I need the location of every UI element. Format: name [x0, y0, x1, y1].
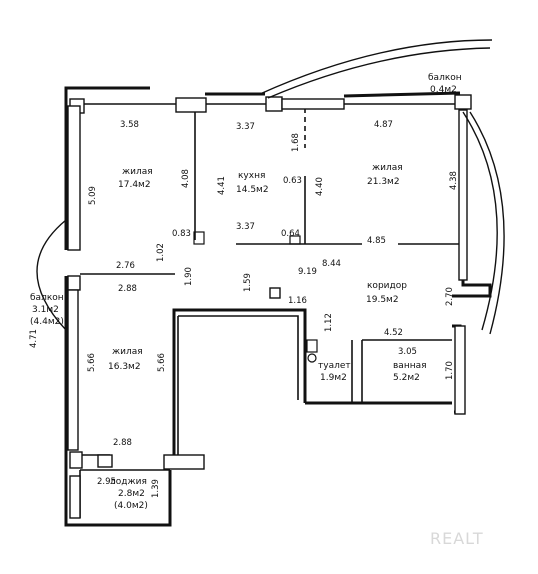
dim-438: 4.38 [449, 171, 459, 190]
dim-276: 2.76 [116, 261, 135, 271]
loggia-area-alt: (4.0м2) [114, 501, 148, 511]
dim-566a: 5.66 [87, 353, 97, 372]
loggia-area: 2.8м2 [118, 489, 145, 499]
walls [64, 86, 492, 527]
kitchen-shaft-2 [289, 235, 301, 245]
window-top-4 [281, 98, 345, 110]
bath-name: ванная [393, 361, 427, 371]
bath-area: 5.2м2 [393, 373, 420, 383]
top-wall [64, 86, 150, 98]
balcony-right-arc [462, 111, 498, 331]
corridor-inner [178, 315, 299, 400]
dim-440: 4.40 [315, 177, 325, 196]
living3-area: 16.3м2 [108, 362, 141, 372]
top-wall-3 [343, 91, 461, 98]
windows [67, 94, 472, 519]
toilet-area: 1.9м2 [320, 373, 347, 383]
window-left-1 [67, 105, 81, 251]
dim-844: 8.44 [322, 259, 341, 269]
living1-name: жилая [122, 167, 153, 177]
kitchen-area: 14.5м2 [236, 185, 269, 195]
balcony-curves [36, 39, 505, 335]
dim-064: 0.64 [281, 229, 300, 239]
balcony-left-arc [36, 219, 67, 331]
dim-288b: 2.88 [113, 438, 132, 448]
living1-area: 17.4м2 [118, 180, 151, 190]
dim-485: 4.85 [367, 236, 386, 246]
toilet-shaft [306, 339, 318, 353]
dim-168: 1.68 [291, 133, 301, 152]
dim-441: 4.41 [217, 176, 227, 195]
dim-566b: 5.66 [157, 353, 167, 372]
toilet-left [172, 308, 307, 455]
left-wall-bottom [64, 276, 172, 527]
living2-name: жилая [372, 163, 403, 173]
kitchen-shaft [193, 231, 205, 245]
dim-116: 1.16 [288, 296, 307, 306]
balcony-top-arc-2 [267, 47, 491, 99]
dim-102: 1.02 [156, 243, 166, 262]
dim-919: 9.19 [298, 267, 317, 277]
window-loggia-1 [69, 451, 83, 469]
dim-337b: 3.37 [236, 222, 255, 232]
window-right-top [454, 94, 472, 110]
balcony-top-arc [259, 39, 493, 95]
toilet-name: туалет [318, 361, 351, 371]
balcony-top-name: балкон [428, 73, 462, 83]
dim-159: 1.59 [243, 273, 253, 292]
dim-270: 2.70 [445, 287, 455, 306]
dim-112: 1.12 [324, 313, 334, 332]
dim-452: 4.52 [384, 328, 403, 338]
room-labels: жилая 17.4м2 кухня 14.5м2 жилая 21.3м2 ж… [30, 73, 462, 511]
corridor-name: коридор [367, 281, 407, 291]
inner-walls [79, 103, 463, 518]
watermark: REALT [430, 529, 484, 548]
fixtures [193, 231, 318, 363]
loggia-name: лоджия [110, 477, 147, 487]
balcony-left-area: 3.1м2 [32, 305, 59, 315]
dim-337a: 3.37 [236, 122, 255, 132]
dim-295: 2.95 [97, 477, 116, 487]
vertical-dimension-labels: 5.09 4.08 4.41 1.68 4.40 4.38 1.02 1.90 … [29, 133, 459, 498]
dimension-labels: 3.58 3.37 4.87 0.63 0.83 3.37 0.64 4.85 … [97, 120, 417, 487]
window-loggia-left [69, 475, 81, 519]
dim-305: 3.05 [398, 347, 417, 357]
window-left-2 [67, 275, 81, 291]
balcony-left-area-alt: (4.4м2) [30, 317, 64, 327]
window-loggia-2 [97, 454, 113, 468]
balcony-right-arc-2 [469, 111, 505, 335]
dim-063: 0.63 [283, 176, 302, 186]
toilet-fixture [307, 353, 317, 363]
window-top-2 [175, 97, 207, 113]
kitchen-name: кухня [238, 171, 265, 181]
window-left-3 [67, 289, 79, 451]
dim-190: 1.90 [184, 267, 194, 286]
dim-487: 4.87 [374, 120, 393, 130]
living2-area: 21.3м2 [367, 177, 400, 187]
living3-name: жилая [112, 347, 143, 357]
dim-288a: 2.88 [118, 284, 137, 294]
window-loggia-3 [163, 454, 205, 470]
dim-358: 3.58 [120, 120, 139, 130]
balcony-left-name: балкон [30, 293, 64, 303]
window-bath-right [454, 325, 466, 415]
dim-170: 1.70 [445, 361, 455, 380]
window-right [458, 109, 468, 281]
dim-083: 0.83 [172, 229, 191, 239]
window-small-1 [269, 287, 281, 299]
dim-139: 1.39 [151, 479, 161, 498]
dim-471: 4.71 [29, 329, 39, 348]
window-top-3 [265, 96, 283, 112]
balcony-top-area: 0.4м2 [430, 85, 457, 95]
dim-408: 4.08 [181, 169, 191, 188]
dim-509: 5.09 [88, 186, 98, 205]
corridor-area: 19.5м2 [366, 295, 399, 305]
